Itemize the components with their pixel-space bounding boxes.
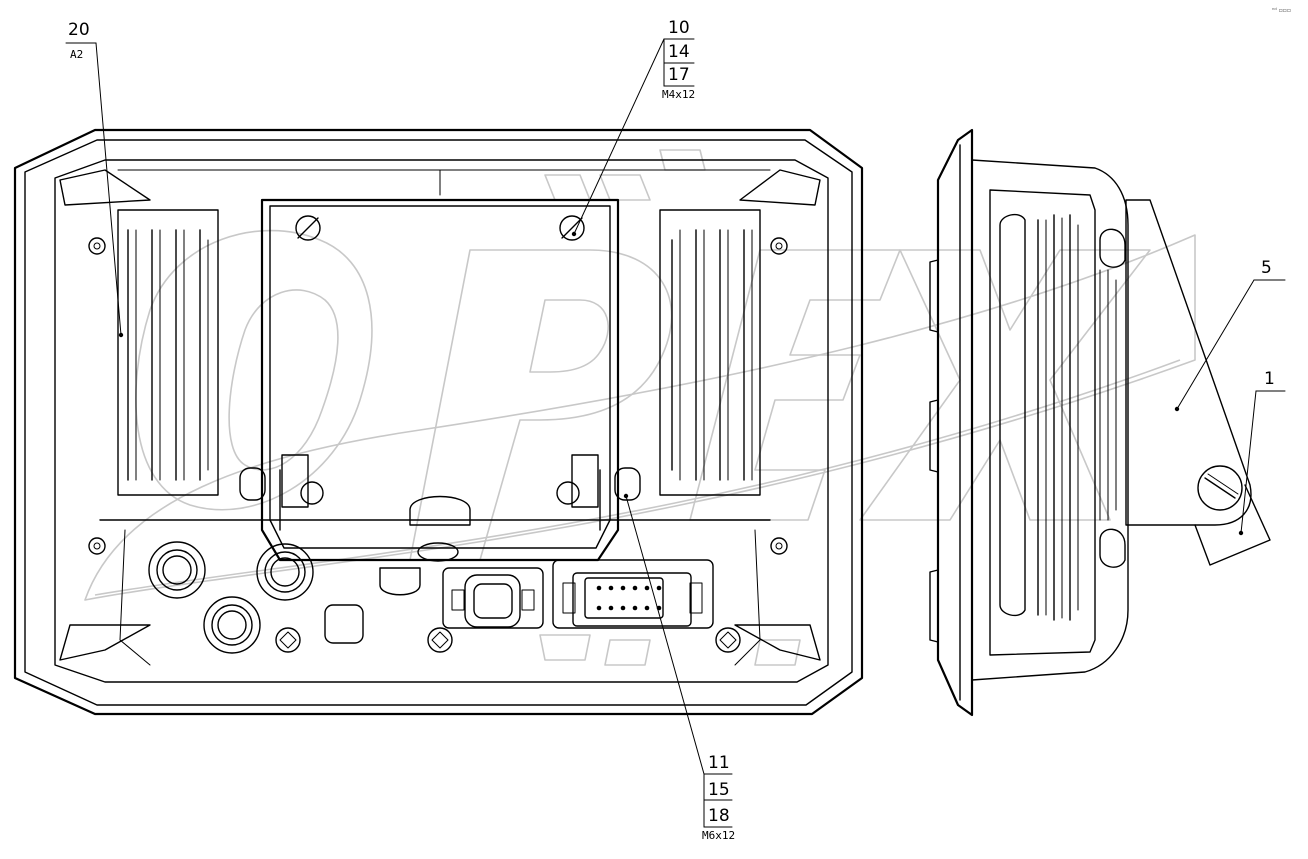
connector-socket-small <box>442 567 544 629</box>
housing-inner-outline <box>24 139 853 706</box>
watermark-o-letter <box>135 229 373 511</box>
left-channel <box>119 529 151 666</box>
cable-gland-1 <box>148 541 206 599</box>
mounting-holes <box>88 237 788 555</box>
blank-port-top <box>379 567 421 596</box>
torx-screw-3 <box>715 627 741 653</box>
connector-12-pin <box>552 559 714 629</box>
housing-outer-outline <box>13 128 864 716</box>
callout-5-number: 5 <box>1261 258 1272 278</box>
callout-20: 20 A2 <box>65 20 124 338</box>
blank-port-square <box>324 604 364 644</box>
callout-11-part-c: 18 <box>708 806 730 826</box>
callout-20-sheet: A2 <box>70 48 83 61</box>
callout-10-part-b: 14 <box>668 42 690 62</box>
pivot-knob-left <box>239 467 324 505</box>
callout-11-part-a: 11 <box>708 753 730 773</box>
callout-10-part-a: 10 <box>668 18 690 38</box>
right-channel <box>734 529 761 666</box>
side-view <box>929 128 1271 717</box>
callout-11: 11 15 18 M6x12 <box>623 493 735 842</box>
watermark-e-letter <box>689 249 901 521</box>
watermark-x-letter <box>859 249 1151 521</box>
callout-1: 1 <box>1238 369 1286 536</box>
bracket-screw-top-right <box>559 215 585 241</box>
corner-ribs <box>59 169 821 661</box>
rear-housing <box>971 159 1129 681</box>
callout-1-number: 1 <box>1264 369 1275 389</box>
callout-10: 10 14 17 M4x12 <box>571 18 695 237</box>
bezel-flange <box>936 128 974 717</box>
watermark <box>84 149 1196 666</box>
corner-mark: ⁿᵈ ▫▫▫ <box>1272 7 1291 14</box>
callout-5: 5 <box>1174 258 1286 412</box>
side-bumps <box>1099 228 1126 568</box>
housing-rim <box>54 159 829 683</box>
callout-10-spec: M4x12 <box>662 88 695 101</box>
side-fins <box>999 213 1117 621</box>
left-vent <box>117 209 219 496</box>
side-bracket-arm <box>1125 199 1271 566</box>
cable-gland-2 <box>256 543 314 601</box>
watermark-p-letter <box>409 249 673 561</box>
torx-screw-2 <box>427 627 453 653</box>
callout-20-number: 20 <box>68 20 90 40</box>
torx-screw-1 <box>275 627 301 653</box>
front-view <box>13 128 864 716</box>
cable-gland-3 <box>203 596 261 654</box>
mounting-bracket <box>260 198 620 562</box>
watermark-stripes <box>539 149 801 666</box>
callout-11-spec: M6x12 <box>702 829 735 842</box>
callout-10-part-c: 17 <box>668 65 690 85</box>
side-tabs <box>929 259 939 643</box>
callout-11-part-b: 15 <box>708 780 730 800</box>
right-vent <box>659 209 761 496</box>
bracket-screw-top-left <box>295 215 321 241</box>
